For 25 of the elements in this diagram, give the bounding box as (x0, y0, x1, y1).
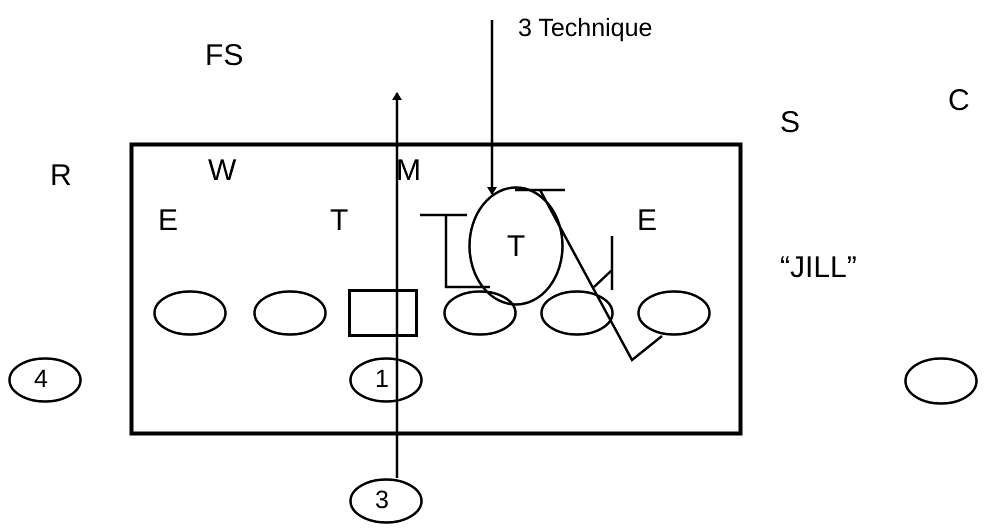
position-label: R (50, 158, 72, 194)
position-label: “JILL” (780, 250, 857, 286)
position-label: E (158, 203, 178, 239)
position-label: S (780, 105, 800, 141)
position-label: M (396, 153, 421, 189)
callout-text: 3 Technique (498, 8, 738, 48)
technique-ellipse: T (468, 186, 564, 306)
position-label: C (948, 83, 970, 119)
position-label: FS (205, 38, 244, 74)
arrow (392, 92, 402, 478)
position-label: T (330, 203, 348, 239)
position-label: W (208, 153, 236, 189)
arrow (487, 20, 497, 195)
player-oval (153, 290, 227, 336)
position-label: E (637, 203, 658, 239)
player-oval (540, 290, 614, 336)
player-circle: 4 (8, 357, 82, 403)
player-oval (904, 357, 978, 405)
player-oval (253, 290, 327, 336)
player-oval (443, 290, 517, 336)
player-circle: 1 (349, 357, 423, 403)
center-square (348, 289, 418, 337)
formation-box (130, 143, 742, 435)
player-oval (637, 290, 711, 336)
player-circle: 3 (349, 478, 423, 524)
